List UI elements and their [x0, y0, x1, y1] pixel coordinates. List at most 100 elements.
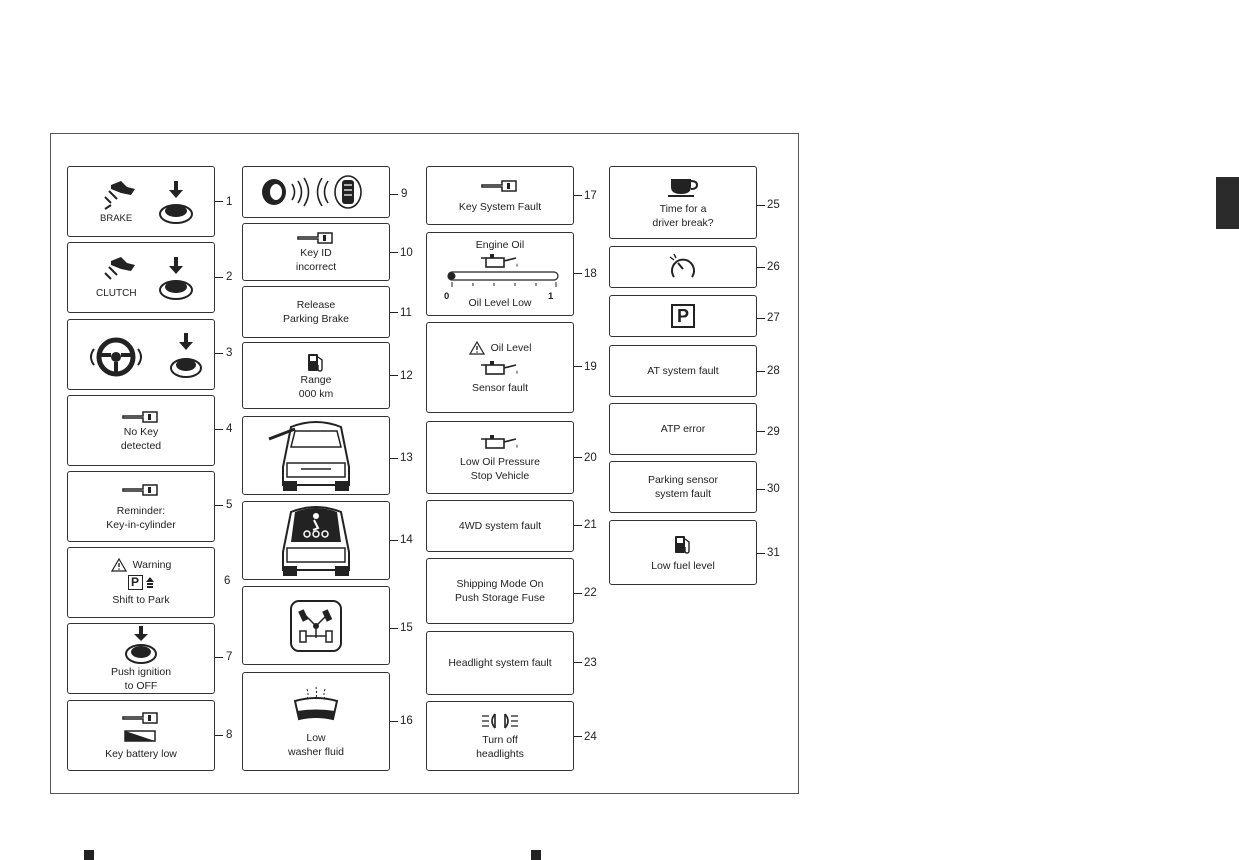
tile-push-ignition-off: Push ignition to OFF — [67, 623, 215, 694]
callout-20: 20 — [584, 452, 597, 464]
tile-driver-break: Time for a driver break? — [609, 166, 757, 239]
callout-9: 9 — [401, 188, 408, 200]
tile-4wd-system-fault: 4WD system fault — [426, 500, 574, 552]
clutch-label: CLUTCH — [96, 288, 137, 299]
atp-error-text: ATP error — [660, 423, 706, 435]
callout-24: 24 — [584, 731, 597, 743]
tile-brake-start: BRAKE — [67, 166, 215, 237]
callout-11: 11 — [400, 307, 412, 319]
tile-low-fuel-level: Low fuel level — [609, 520, 757, 585]
oil-level-low-text: Oil Level Low — [468, 297, 532, 309]
tile-steering-lock — [67, 319, 215, 390]
push-ignition-text: Push ignition to OFF — [110, 665, 172, 692]
no-key-text: No Key detected — [120, 425, 162, 452]
parking-sensor-text: Parking sensor system fault — [647, 474, 719, 500]
vehicle-rear-seatbelt-icon — [282, 505, 350, 576]
callout-6: 6 — [224, 575, 231, 587]
tile-park-indicator: P — [609, 295, 757, 337]
oil-level-warning-label: Oil Level — [490, 341, 532, 354]
key-icon — [481, 179, 517, 192]
tile-clutch-start: CLUTCH — [67, 242, 215, 313]
callout-2: 2 — [226, 271, 233, 283]
page-thumb-tab — [1216, 177, 1239, 229]
corner-mark-left — [84, 850, 94, 860]
callout-26: 26 — [767, 261, 780, 273]
brake-label: BRAKE — [100, 213, 133, 224]
key-battery-text: Key battery low — [105, 748, 177, 760]
key-icon — [122, 483, 158, 496]
shipping-mode-text: Shipping Mode On Push Storage Fuse — [455, 578, 545, 604]
push-button-icon — [125, 625, 157, 664]
callout-16: 16 — [400, 715, 413, 727]
low-oil-pressure-text: Low Oil Pressure Stop Vehicle — [460, 455, 540, 482]
turn-off-headlights-text: Turn off headlights — [476, 734, 524, 760]
tile-speed-warning — [609, 246, 757, 288]
park-p-icon: P — [127, 575, 143, 590]
tile-shift-to-park: Warning P Shift to Park — [67, 547, 215, 618]
key-fob-signal-icon — [262, 175, 362, 209]
tile-shipping-mode: Shipping Mode On Push Storage Fuse — [426, 558, 574, 624]
tile-range: Range 000 km — [242, 342, 390, 409]
headlight-fault-text: Headlight system fault — [448, 657, 552, 669]
speedometer-icon — [669, 253, 695, 278]
warning-triangle-icon — [110, 558, 127, 572]
gauge-min-label: 0 — [444, 291, 450, 302]
foot-clutch-push-start-icon — [104, 256, 193, 300]
callout-19: 19 — [584, 361, 597, 373]
tile-4wd-indicator — [242, 586, 390, 665]
callout-18: 18 — [584, 268, 597, 280]
tile-key-id-incorrect: Key ID incorrect — [242, 223, 390, 281]
oil-can-icon — [481, 360, 518, 375]
callout-12: 12 — [400, 370, 413, 382]
oil-can-icon — [481, 254, 518, 268]
4wd-fault-text: 4WD system fault — [458, 520, 542, 532]
callout-29: 29 — [767, 426, 780, 438]
warning-label: Warning — [132, 559, 172, 571]
callout-30: 30 — [767, 483, 780, 495]
tile-parking-sensor-fault: Parking sensor system fault — [609, 461, 757, 513]
coffee-cup-icon — [668, 178, 699, 197]
tile-turn-off-headlights: Turn off headlights — [426, 701, 574, 771]
tile-at-system-fault: AT system fault — [609, 345, 757, 397]
key-system-fault-text: Key System Fault — [458, 200, 542, 213]
engine-oil-title: Engine Oil — [475, 239, 525, 251]
tile-oil-level-sensor-fault: Oil Level Sensor fault — [426, 322, 574, 413]
callout-7: 7 — [226, 651, 233, 663]
range-text: Range 000 km — [298, 373, 334, 400]
callout-17: 17 — [584, 190, 597, 202]
tile-headlight-fault: Headlight system fault — [426, 631, 574, 695]
tile-release-parking-brake: Release Parking Brake — [242, 286, 390, 338]
callout-23: 23 — [584, 657, 597, 669]
callout-28: 28 — [767, 365, 780, 377]
tile-key-signal — [242, 166, 390, 218]
callout-8: 8 — [226, 729, 233, 741]
fuel-pump-icon — [675, 535, 690, 554]
driver-break-text: Time for a driver break? — [652, 202, 714, 229]
low-fuel-text: Low fuel level — [651, 559, 715, 572]
corner-mark-right — [531, 850, 541, 860]
figure-frame — [50, 133, 799, 794]
washer-fluid-text: Low washer fluid — [287, 731, 345, 758]
callout-10: 10 — [400, 247, 413, 259]
foot-brake-push-start-icon — [104, 180, 193, 224]
callout-31: 31 — [767, 547, 780, 559]
tile-key-reminder: Reminder: Key-in-cylinder — [67, 471, 215, 542]
callout-13: 13 — [400, 452, 413, 464]
key-reminder-text: Reminder: Key-in-cylinder — [106, 504, 176, 531]
gauge-max-label: 1 — [548, 291, 554, 302]
tile-seatbelt — [242, 501, 390, 580]
tile-no-key: No Key detected — [67, 395, 215, 466]
callout-14: 14 — [400, 534, 413, 546]
side-lights-icon — [482, 713, 518, 729]
oil-can-icon — [481, 434, 518, 449]
callout-15: 15 — [400, 622, 413, 634]
oil-level-gauge — [447, 271, 559, 287]
washer-fluid-icon — [293, 686, 339, 720]
key-battery-icon — [122, 712, 158, 742]
callout-22: 22 — [584, 587, 597, 599]
key-icon — [122, 410, 158, 423]
at-fault-text: AT system fault — [647, 365, 719, 377]
tile-key-battery-low: Key battery low — [67, 700, 215, 771]
tile-low-washer-fluid: Low washer fluid — [242, 672, 390, 771]
fuel-pump-icon — [308, 353, 323, 372]
